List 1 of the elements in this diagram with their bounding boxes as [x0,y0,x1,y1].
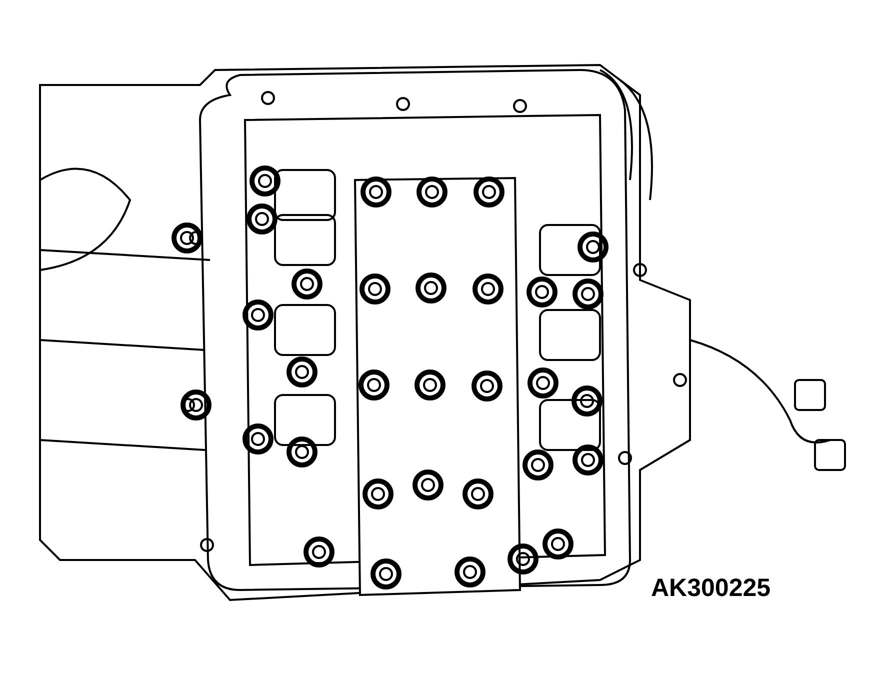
figure-number: AK300225 [651,574,771,603]
